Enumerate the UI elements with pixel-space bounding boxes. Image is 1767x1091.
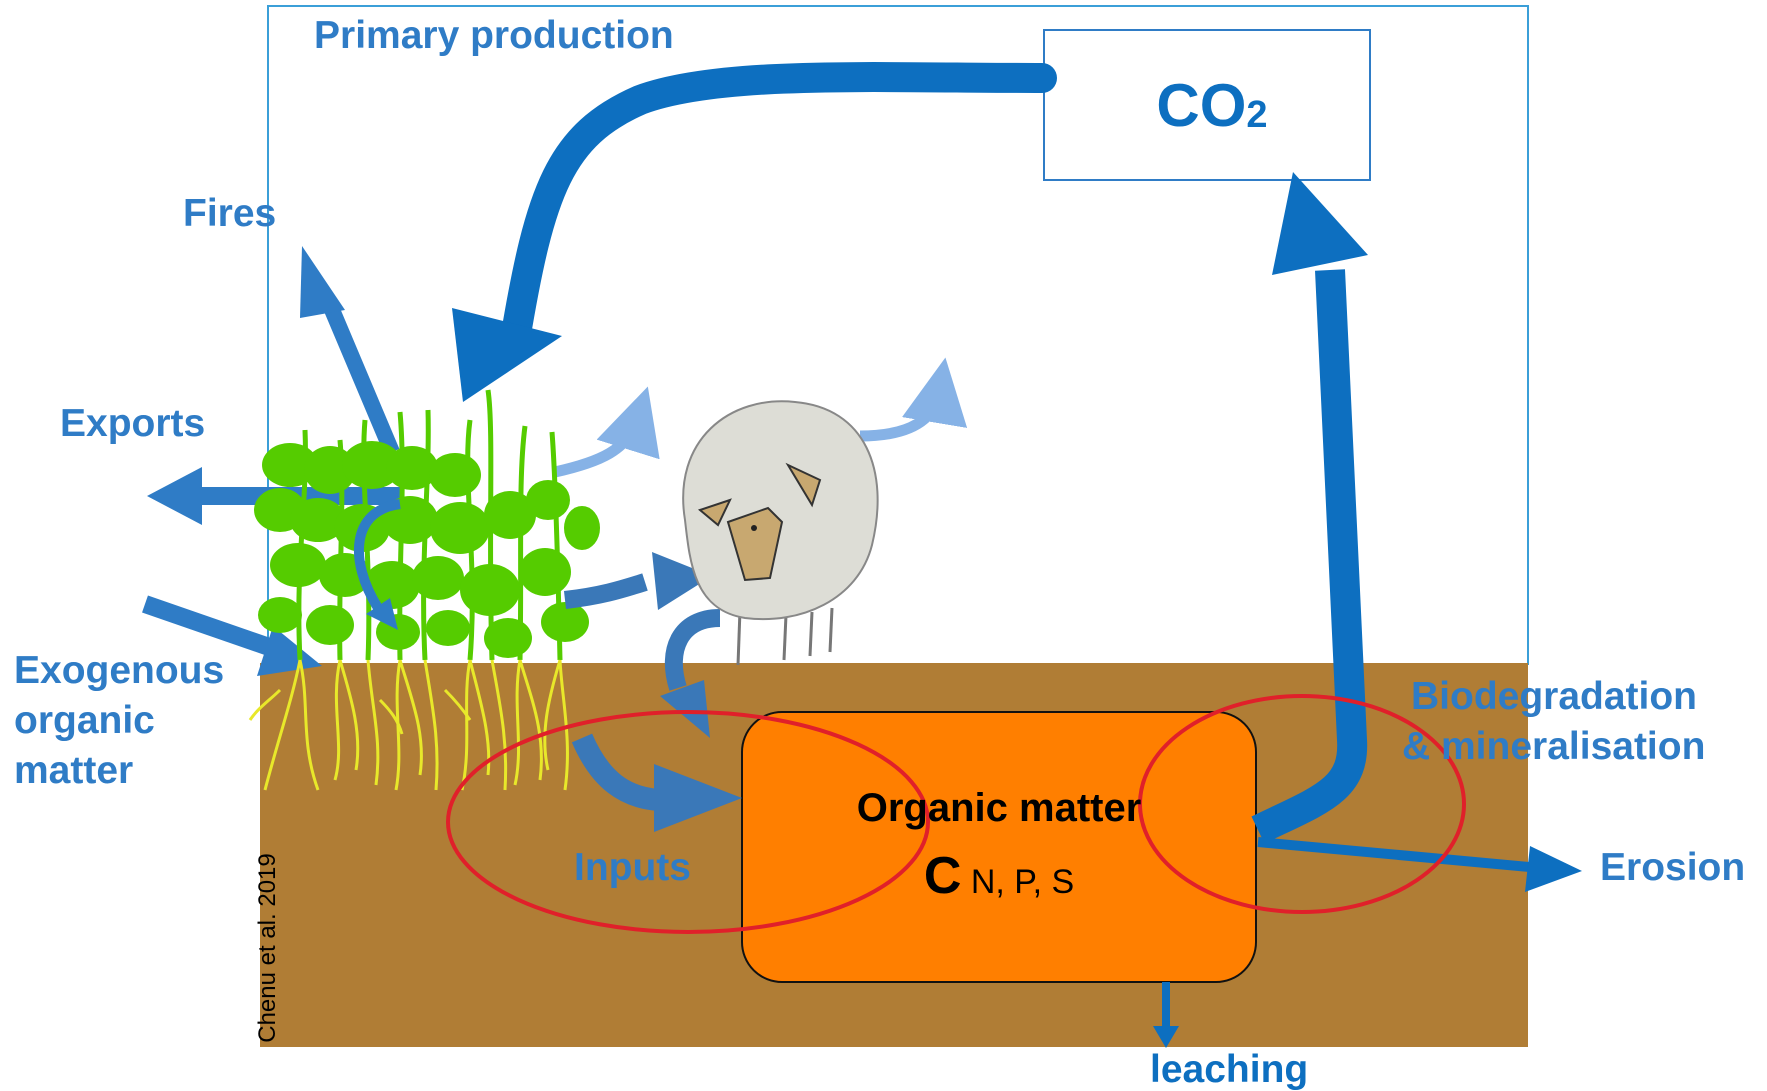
exports-label: Exports bbox=[60, 402, 206, 445]
sheep-to-soil-arrow bbox=[664, 609, 721, 691]
exogenous-arrow-shaft bbox=[142, 595, 275, 657]
exports-arrowhead bbox=[147, 467, 202, 525]
plant-internal-arrowhead bbox=[366, 598, 398, 630]
inputs-arrowhead bbox=[654, 764, 742, 832]
sheep-respiration-arrow bbox=[859, 357, 968, 442]
plant-respiration-arrow bbox=[553, 386, 660, 478]
other-elements-label: N, P, S bbox=[961, 863, 1075, 901]
mineralisation-arrow bbox=[1251, 269, 1368, 844]
exogenous-organic-matter-label: Exogenous organic matter bbox=[14, 646, 224, 796]
organic-matter-elements: C N, P, S bbox=[742, 846, 1256, 906]
primary-production-label: Primary production bbox=[314, 14, 674, 57]
erosion-arrowhead bbox=[1525, 846, 1582, 892]
sheep-illustration bbox=[682, 400, 879, 666]
co2-main-text: CO bbox=[1156, 71, 1247, 139]
leaching-label: leaching bbox=[1150, 1048, 1309, 1091]
fires-arrow-shaft bbox=[322, 301, 400, 456]
primary-production-arrow bbox=[500, 62, 1057, 355]
plant-internal-arrow bbox=[354, 499, 401, 611]
exogenous-arrowhead bbox=[257, 626, 322, 676]
erosion-label: Erosion bbox=[1600, 846, 1746, 889]
exogenous-label-line-2: organic bbox=[14, 699, 155, 742]
erosion-arrow-shaft bbox=[1257, 837, 1541, 873]
exogenous-label-line-3: matter bbox=[14, 749, 134, 792]
mineralisation-highlight-ellipse bbox=[1138, 694, 1466, 914]
biodegradation-label-line-1: Biodegradation bbox=[1411, 675, 1698, 718]
biodegradation-label-line-2: & mineralisation bbox=[1402, 725, 1706, 768]
fires-label: Fires bbox=[183, 192, 277, 235]
biodegradation-mineralisation-label: Biodegradation & mineralisation bbox=[1402, 672, 1705, 772]
co2-subscript: 2 bbox=[1246, 93, 1268, 136]
carbon-element-label: C bbox=[923, 847, 962, 905]
inputs-arrow bbox=[571, 733, 662, 811]
co2-box bbox=[1043, 29, 1371, 181]
inputs-label: Inputs bbox=[574, 846, 691, 889]
exogenous-label-line-1: Exogenous bbox=[14, 649, 225, 692]
primary-production-arrowhead bbox=[452, 308, 562, 402]
organic-matter-box bbox=[741, 711, 1257, 983]
fires-arrowhead bbox=[300, 246, 345, 318]
plants-to-sheep-arrow bbox=[563, 573, 648, 609]
plants-to-sheep-arrowhead bbox=[652, 552, 712, 610]
inputs-highlight-ellipse bbox=[446, 710, 930, 934]
green-plants-illustration bbox=[254, 389, 600, 661]
root-system-illustration bbox=[248, 659, 569, 791]
organic-matter-title: Organic matter bbox=[856, 786, 1142, 830]
sheep-to-soil-arrowhead bbox=[660, 680, 710, 738]
mineralisation-arrowhead bbox=[1272, 172, 1368, 275]
leaching-arrowhead bbox=[1153, 1026, 1179, 1048]
citation-credit: Chenu et al. 2019 bbox=[254, 853, 281, 1043]
